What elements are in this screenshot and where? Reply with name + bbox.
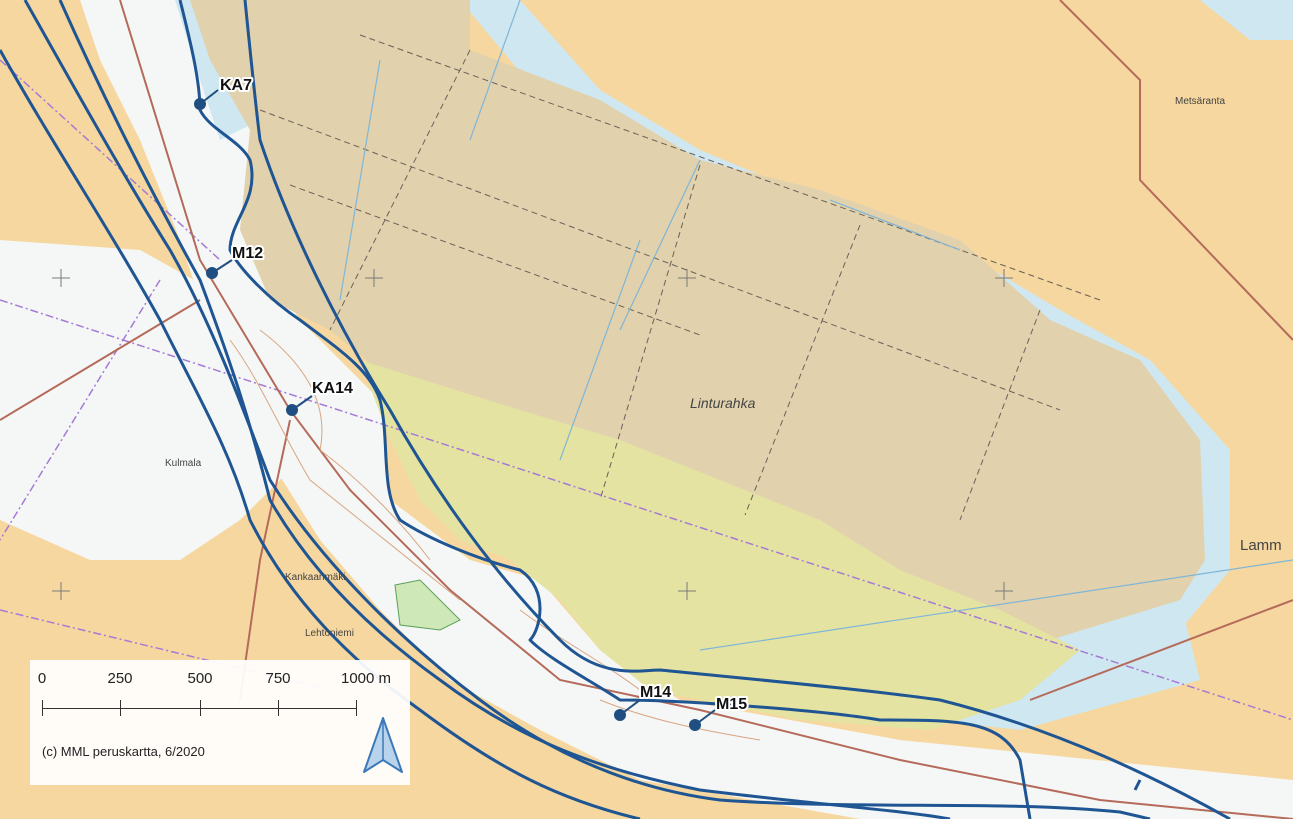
- map-credit: (c) MML peruskartta, 6/2020: [42, 744, 205, 759]
- scale-tick-500: 500: [187, 670, 213, 687]
- place-lamm: Lamm: [1240, 537, 1282, 554]
- site-marker-M14[interactable]: [614, 709, 626, 721]
- meadow-area: [360, 360, 1080, 730]
- site-marker-KA14[interactable]: [286, 404, 298, 416]
- scale-bar-tick: [200, 700, 201, 716]
- scale-tick-1000: 1000 m: [340, 670, 392, 687]
- peat-area: [190, 0, 1205, 640]
- scale-tick-750: 750: [265, 670, 291, 687]
- grid-crosses: [52, 269, 1013, 600]
- contours: [229, 329, 761, 741]
- scale-bar-tick: [278, 700, 279, 716]
- place-metsaranta: Metsäranta: [1175, 96, 1225, 107]
- site-M15[interactable]: M15: [689, 694, 749, 731]
- place-kankaanmaki: Kankaanmäki: [285, 572, 346, 583]
- site-label-KA14: KA14: [312, 380, 353, 397]
- scale-bar-tick: [42, 700, 43, 716]
- ditches: [259, 34, 1101, 521]
- scale-bar-line: [42, 708, 356, 709]
- place-kulmala: Kulmala: [165, 458, 202, 469]
- site-marker-KA7[interactable]: [194, 98, 206, 110]
- site-label-M14: M14: [640, 684, 671, 701]
- scale-tick-0: 0: [37, 670, 47, 687]
- project-boundaries: [0, 0, 1231, 819]
- green-patch: [394, 579, 461, 631]
- site-label-M12: M12: [232, 245, 263, 262]
- place-lehtoniemi: Lehtoniemi: [305, 628, 354, 639]
- site-label-M15: M15: [716, 696, 747, 713]
- streams: [339, 0, 1293, 651]
- site-M12[interactable]: M12: [206, 243, 265, 279]
- wetland-corner: [1200, 0, 1293, 40]
- site-KA14[interactable]: KA14: [286, 378, 355, 416]
- scale-tick-250: 250: [107, 670, 133, 687]
- site-label-KA7: KA7: [220, 77, 252, 94]
- site-M14[interactable]: M14: [614, 682, 673, 721]
- admin-boundaries: [0, 59, 1293, 721]
- north-arrow-icon: [363, 717, 403, 773]
- place-area-name: Linturahka: [690, 395, 756, 411]
- site-marker-M12[interactable]: [206, 267, 218, 279]
- scale-bar-tick: [120, 700, 121, 716]
- site-marker-M15[interactable]: [689, 719, 701, 731]
- site-KA7[interactable]: KA7: [194, 75, 254, 110]
- scale-legend: 0 250 500 750 1000 m (c) MML peruskartta…: [30, 660, 410, 785]
- scale-bar-tick: [356, 700, 357, 716]
